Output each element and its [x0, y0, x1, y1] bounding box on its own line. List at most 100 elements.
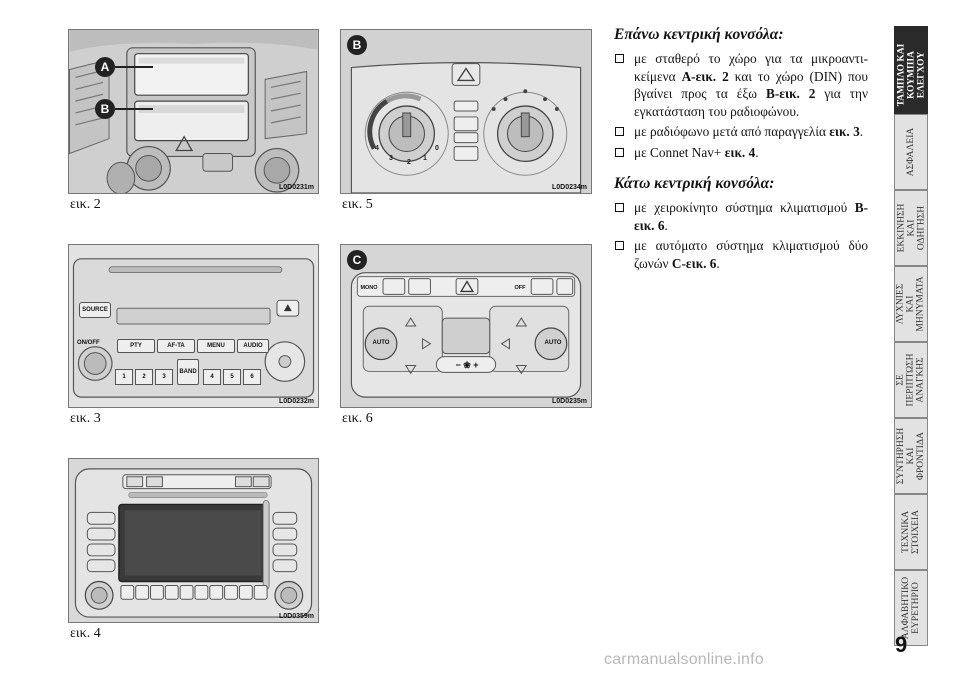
section-heading-upper-console: Επάνω κεντρική κονσόλα: [614, 26, 784, 43]
figure-connect-nav: L0D0359m [68, 458, 319, 623]
marker-b: B [347, 35, 367, 55]
figure-ref: εικ. 3 [829, 124, 860, 139]
figure-code: L0D0235m [551, 398, 587, 405]
checkbox-bullet-icon [615, 127, 624, 136]
auto-right-button[interactable]: AUTO [539, 340, 567, 346]
tab-label: ΣΕ ΠΕΡΙΠΤΩΣΗ ΑΝΑΓΚΗΣ [896, 353, 926, 407]
item-text: με αυτόματο σύστημα κλιματισμού δύο ζωνώ… [634, 238, 868, 271]
mono-button-label: MONO [360, 285, 378, 291]
preset-button-4[interactable]: 4 [203, 369, 221, 385]
figure-caption: εικ. 3 [70, 411, 101, 426]
tab-alphabetical-index[interactable]: ΑΛΦΑΒΗΤΙΚΟ ΕΥΡΕΤΗΡΙΟ [894, 570, 928, 646]
band-button[interactable]: BAND [177, 359, 199, 385]
off-button-label: OFF [514, 285, 526, 291]
off-button[interactable]: OFF [509, 285, 531, 291]
item-text: με Connet Nav+ [634, 144, 725, 160]
checkbox-bullet-icon [615, 54, 624, 63]
figure-caption: εικ. 2 [70, 197, 101, 212]
tab-starting-driving[interactable]: ΕΚΚΙΝΗΣΗ ΚΑΙ ΟΔΗΓΗΣΗ [894, 190, 928, 266]
watermark: carmanualsonline.info [604, 651, 764, 668]
source-button[interactable]: SOURCE [79, 302, 111, 318]
connect-nav-illustration [69, 459, 318, 622]
auto-right-label: AUTO [544, 340, 562, 346]
item-text: . [664, 217, 668, 233]
tab-emergency[interactable]: ΣΕ ΠΕΡΙΠΤΩΣΗ ΑΝΑΓΚΗΣ [894, 342, 928, 418]
marker-c-label: C [352, 253, 362, 267]
checkbox-bullet-icon [615, 241, 624, 250]
tab-technical-data[interactable]: ΤΕΧΝΙΚΑ ΣΤΟΙΧΕΙΑ [894, 494, 928, 570]
item-text: για την εγκατάσταση του ραδιοφώνου. [634, 86, 868, 119]
list-item: με Connet Nav+ εικ. 4. [614, 144, 868, 162]
audio-button-label: AUDIO [243, 343, 263, 349]
manual-climate-illustration [341, 30, 591, 193]
figure-console-storage: A B L0D0231m [68, 29, 319, 194]
mono-button[interactable]: MONO [358, 285, 380, 291]
checkbox-bullet-icon [615, 203, 624, 212]
band-button-label: BAND [179, 369, 197, 375]
afta-button[interactable]: AF-TA [157, 339, 195, 353]
tab-label: ΤΑΜΠΛΟ ΚΑΙ ΚΟΥΜΠΙΑ ΕΛΕΓΧΟΥ [896, 43, 927, 107]
preset-label: 4 [210, 374, 214, 380]
preset-button-1[interactable]: 1 [115, 369, 133, 385]
text-column: Επάνω κεντρική κονσόλα: με σταθερό το χώ… [614, 26, 868, 275]
auto-left-label: AUTO [372, 340, 390, 346]
tab-label: ΛΥΧΝΙΕΣ ΚΑΙ ΜΗΝΥΜΑΤΑ [896, 276, 927, 332]
onoff-button-label: ON/OFF [77, 340, 100, 346]
menu-button-label: MENU [207, 343, 225, 349]
auto-climate-illustration [341, 245, 591, 407]
preset-label: 1 [122, 374, 126, 380]
marker-b: B [95, 99, 115, 119]
preset-button-5[interactable]: 5 [223, 369, 241, 385]
preset-label: 5 [230, 374, 234, 380]
figure-code: L0D0231m [278, 184, 314, 191]
fan-speed-4: 4 [375, 145, 379, 152]
fan-speed-0: 0 [435, 145, 439, 152]
figure-auto-climate: C MONO OFF AUTO AUTO − ❀ + L0D0235m [340, 244, 592, 408]
auto-left-button[interactable]: AUTO [367, 340, 395, 346]
onoff-button[interactable]: ON/OFF [77, 340, 100, 346]
tab-label: ΤΕΧΝΙΚΑ ΣΤΟΙΧΕΙΑ [901, 510, 921, 554]
menu-button[interactable]: MENU [197, 339, 235, 353]
fan-speed-1: 1 [423, 155, 427, 162]
upper-console-list: με σταθερό το χώρο για τα μικροαντι-κείμ… [614, 50, 868, 161]
figure-caption: εικ. 4 [70, 626, 101, 641]
figure-code: L0D0234m [551, 184, 587, 191]
console-storage-illustration [69, 30, 318, 193]
list-item: με χειροκίνητο σύστημα κλιματισμού B-εικ… [614, 199, 868, 234]
tab-safety[interactable]: ΑΣΦΑΛΕΙΑ [894, 114, 928, 190]
source-button-label: SOURCE [82, 307, 108, 313]
tab-lights-messages[interactable]: ΛΥΧΝΙΕΣ ΚΑΙ ΜΗΝΥΜΑΤΑ [894, 266, 928, 342]
figure-ref: εικ. 4 [724, 144, 756, 160]
figure-caption: εικ. 6 [342, 411, 373, 426]
marker-a-leader [115, 66, 153, 68]
tab-maintenance[interactable]: ΣΥΝΤΗΡΗΣΗ ΚΑΙ ΦΡΟΝΤΙΔΑ [894, 418, 928, 494]
figure-ref: C-εικ. 6 [671, 255, 717, 271]
item-text: . [755, 144, 759, 160]
item-text: με σταθερό το χώρο για τα μικροαντι-κείμ… [634, 51, 868, 84]
figure-caption: εικ. 5 [342, 197, 373, 212]
preset-button-3[interactable]: 3 [155, 369, 173, 385]
tab-label: ΑΣΦΑΛΕΙΑ [906, 127, 916, 177]
figure-radio: SOURCE ON/OFF PTY AF-TA MENU AUDIO BAND … [68, 244, 319, 408]
fan-speed-button[interactable]: − ❀ + [437, 360, 497, 371]
list-item: με ραδιόφωνο μετά από παραγγελία εικ. 3. [614, 123, 868, 141]
checkbox-bullet-icon [615, 147, 624, 157]
pty-button[interactable]: PTY [117, 339, 155, 353]
item-text: και το χώρο (DIN) που βγαίνει προς τα έξ… [634, 68, 868, 102]
preset-buttons: 1 2 3 4 5 6 [115, 369, 273, 385]
item-text: . [859, 124, 864, 139]
list-item: με σταθερό το χώρο για τα μικροαντι-κείμ… [614, 50, 868, 120]
fan-speed-3: 3 [389, 155, 393, 162]
pty-button-label: PTY [130, 343, 142, 349]
figure-ref: B-εικ. 2 [765, 86, 816, 101]
preset-button-2[interactable]: 2 [135, 369, 153, 385]
marker-a: A [95, 57, 115, 77]
section-heading-lower-console: Κάτω κεντρική κονσόλα: [614, 175, 775, 192]
item-text: με χειροκίνητο σύστημα κλιματισμού [634, 200, 855, 215]
lower-console-list: με χειροκίνητο σύστημα κλιματισμού B-εικ… [614, 199, 868, 272]
audio-button[interactable]: AUDIO [237, 339, 269, 353]
preset-button-6[interactable]: 6 [243, 369, 261, 385]
tab-dashboard-controls[interactable]: ΤΑΜΠΛΟ ΚΑΙ ΚΟΥΜΠΙΑ ΕΛΕΓΧΟΥ [894, 26, 928, 124]
tab-label: ΕΚΚΙΝΗΣΗ ΚΑΙ ΟΔΗΓΗΣΗ [896, 203, 926, 253]
item-text: . [716, 255, 720, 271]
